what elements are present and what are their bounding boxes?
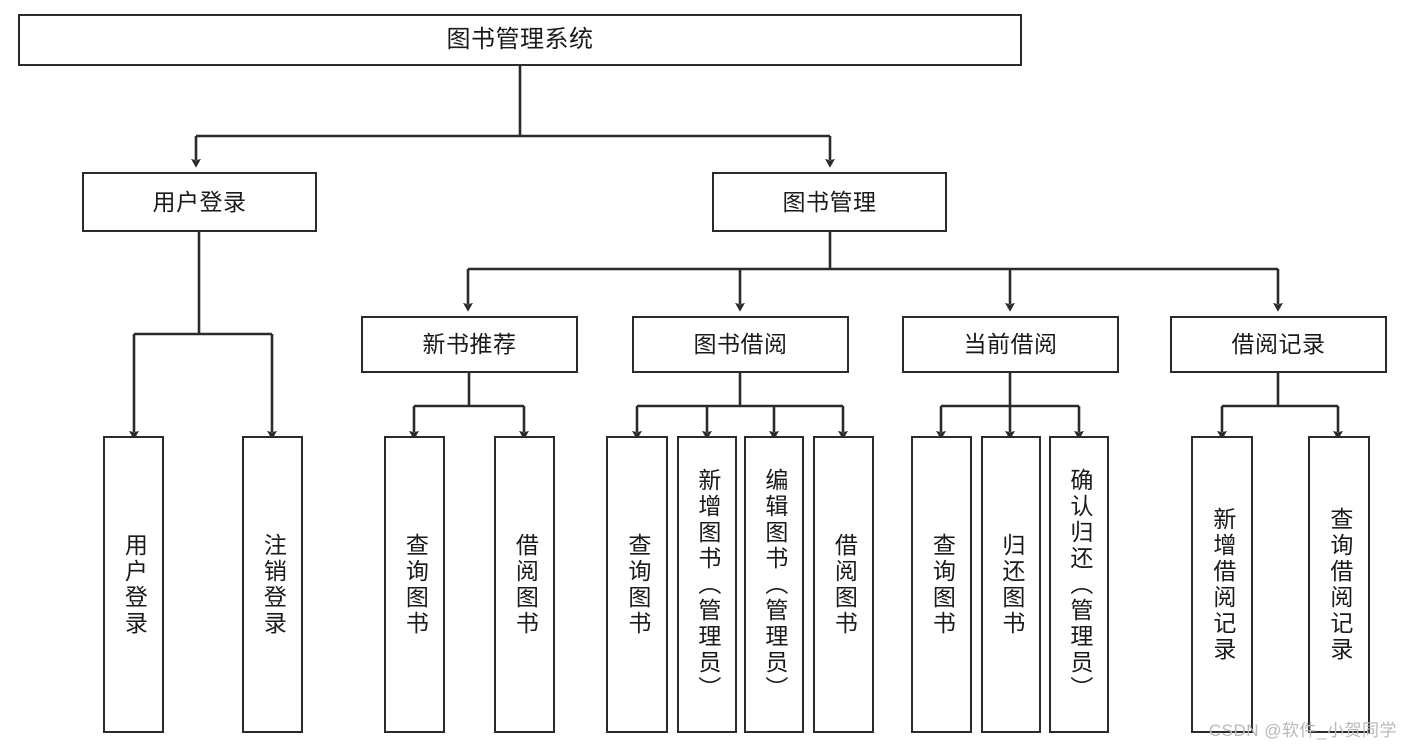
node-leaf-query-book-borrow[interactable]: 查询图书 — [606, 436, 668, 733]
node-label: 图书管理 — [782, 188, 877, 215]
node-book-borrowing[interactable]: 图书借阅 — [632, 316, 849, 373]
node-leaf-logout[interactable]: 注销登录 — [242, 436, 303, 733]
node-label: 新书推荐 — [422, 331, 517, 358]
node-leaf-query-book-new[interactable]: 查询图书 — [384, 436, 445, 733]
node-leaf-borrow-book[interactable]: 借阅图书 — [813, 436, 874, 733]
node-label: 查询图书 — [402, 532, 429, 637]
csdn-watermark: CSDN @软件_小贺同学 — [1208, 721, 1397, 740]
node-user-login[interactable]: 用户登录 — [82, 172, 317, 232]
node-leaf-query-borrow-record[interactable]: 查询借阅记录 — [1308, 436, 1370, 733]
node-label: 新增图书（管理员） — [694, 467, 721, 702]
node-label: 查询借阅记录 — [1326, 506, 1353, 663]
node-label: 查询图书 — [929, 532, 956, 637]
node-label: 确认归还（管理员） — [1066, 467, 1093, 702]
node-label: 图书管理系统 — [446, 26, 594, 54]
node-current-borrowing[interactable]: 当前借阅 — [902, 316, 1119, 373]
node-label: 编辑图书（管理员） — [761, 467, 788, 702]
node-label: 新增借阅记录 — [1209, 506, 1236, 663]
node-label: 用户登录 — [121, 532, 148, 637]
node-label: 注销登录 — [260, 532, 287, 637]
node-label: 当前借阅 — [963, 331, 1058, 358]
node-root-book-management-system[interactable]: 图书管理系统 — [18, 14, 1022, 66]
node-borrowing-records[interactable]: 借阅记录 — [1170, 316, 1387, 373]
node-leaf-borrow-book-new[interactable]: 借阅图书 — [494, 436, 555, 733]
node-label: 借阅记录 — [1231, 331, 1326, 358]
node-label: 查询图书 — [624, 532, 651, 637]
node-label: 用户登录 — [152, 188, 247, 215]
node-leaf-add-book-admin[interactable]: 新增图书（管理员） — [677, 436, 737, 733]
node-leaf-confirm-return-admin[interactable]: 确认归还（管理员） — [1049, 436, 1109, 733]
node-leaf-user-login[interactable]: 用户登录 — [103, 436, 164, 733]
node-book-management[interactable]: 图书管理 — [712, 172, 947, 232]
node-label: 归还图书 — [998, 532, 1025, 637]
node-label: 借阅图书 — [512, 532, 539, 637]
node-leaf-edit-book-admin[interactable]: 编辑图书（管理员） — [744, 436, 804, 733]
node-leaf-query-book-current[interactable]: 查询图书 — [911, 436, 972, 733]
node-leaf-return-book[interactable]: 归还图书 — [981, 436, 1041, 733]
node-new-book-recommendation[interactable]: 新书推荐 — [361, 316, 578, 373]
node-label: 借阅图书 — [831, 532, 858, 637]
node-label: 图书借阅 — [693, 331, 788, 358]
node-leaf-add-borrow-record[interactable]: 新增借阅记录 — [1191, 436, 1253, 733]
